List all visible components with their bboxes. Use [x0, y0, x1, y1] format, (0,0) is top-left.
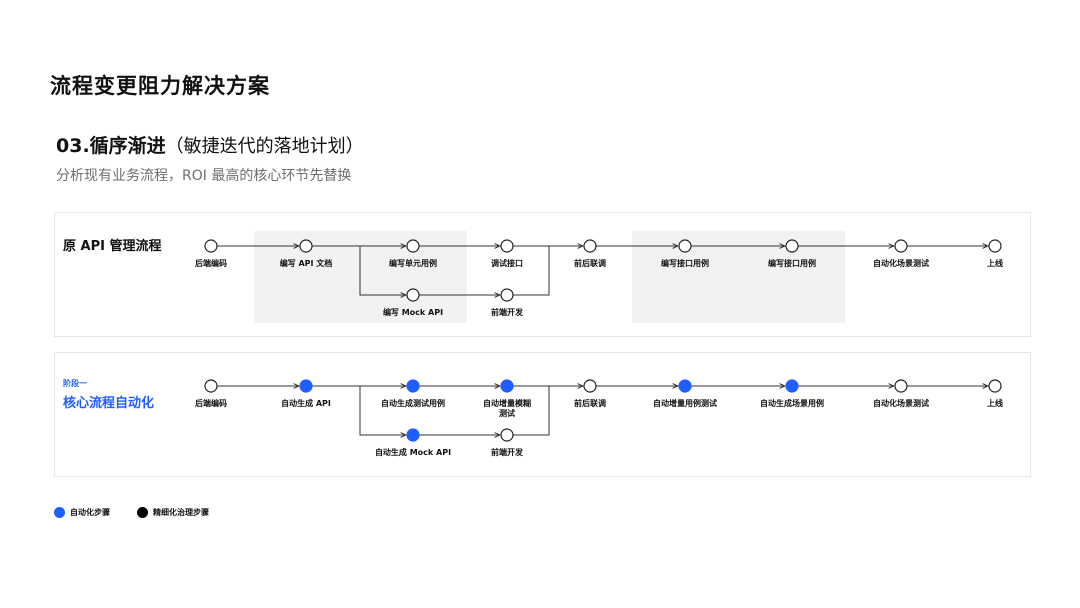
legend-fine-label: 精细化治理步骤 [153, 508, 209, 517]
auto-step-node [406, 428, 420, 442]
step-node [894, 379, 908, 393]
step-node [406, 239, 420, 253]
step-label: 编写单元用例 [389, 258, 437, 268]
step-label: 编写 Mock API [383, 307, 443, 317]
auto-step-node [785, 379, 799, 393]
step-node [204, 239, 218, 253]
step-node [988, 239, 1002, 253]
legend-auto-dot [54, 507, 65, 518]
phase-tag: 阶段一 [63, 379, 87, 388]
original-flow-title: 原 API 管理流程 [63, 239, 162, 254]
legend-item-fine: 精细化治理步骤 [137, 507, 209, 518]
step-label: 自动增量模糊测试 [483, 398, 531, 418]
page-title: 流程变更阻力解决方案 [50, 74, 270, 98]
branch-merge-line [513, 386, 550, 436]
legend-auto-label: 自动化步骤 [70, 508, 110, 517]
step-label: 自动增量用例测试 [653, 398, 717, 408]
shaded-region-manual-cases [632, 231, 845, 323]
step-node [500, 428, 514, 442]
step-node [785, 239, 799, 253]
section-heading: 03.循序渐进（敏捷迭代的落地计划） [56, 131, 364, 158]
step-label: 自动生成 Mock API [375, 447, 451, 457]
step-label: 自动生成 API [281, 398, 331, 408]
branch-merge-line [513, 246, 550, 296]
section-description: 分析现有业务流程，ROI 最高的核心环节先替换 [56, 168, 352, 184]
original-flow-diagram: 后端编码 编写 API 文档 编写单元用例 调试接口 前后联调 编写接口用例 编写接口用例 自… [195, 231, 1003, 323]
section-subtitle: （敏捷迭代的落地计划） [165, 136, 364, 157]
branch-fork-arrow [359, 246, 406, 295]
step-node [204, 379, 218, 393]
branch-fork-arrow [359, 386, 406, 435]
step-label: 编写接口用例 [661, 258, 709, 268]
step-label: 后端编码 [195, 398, 227, 408]
step-node [583, 379, 597, 393]
step-label: 编写接口用例 [768, 258, 816, 268]
legend-fine-dot [137, 507, 148, 518]
step-label: 前端开发 [491, 307, 524, 317]
auto-step-node [299, 379, 313, 393]
step-node [500, 239, 514, 253]
phase-title: 核心流程自动化 [63, 396, 155, 411]
step-node [299, 239, 313, 253]
step-node [406, 288, 420, 302]
step-label: 前后联调 [574, 398, 606, 408]
legend-item-auto: 自动化步骤 [54, 507, 110, 518]
step-label: 前端开发 [491, 447, 524, 457]
auto-step-node [406, 379, 420, 393]
step-label: 上线 [987, 258, 1003, 268]
step-node [894, 239, 908, 253]
step-label: 自动生成测试用例 [381, 398, 445, 408]
step-label: 自动生成场景用例 [760, 398, 824, 408]
step-label: 调试接口 [491, 258, 523, 268]
step-node [988, 379, 1002, 393]
auto-step-node [678, 379, 692, 393]
phase1-flow-panel: 后端编码 自动生成 API 自动生成测试用例 自动增量模糊测试 前后联调 自动增量用例测试… [54, 352, 1031, 477]
step-node [500, 288, 514, 302]
original-flow-panel: 后端编码 编写 API 文档 编写单元用例 调试接口 前后联调 编写接口用例 编写接口用例 自… [54, 212, 1031, 337]
step-label: 前后联调 [574, 258, 606, 268]
step-node [583, 239, 597, 253]
auto-step-node [500, 379, 514, 393]
section-number: 03.循序渐进 [56, 135, 166, 157]
step-label: 后端编码 [195, 258, 227, 268]
step-label: 自动化场景测试 [873, 258, 929, 268]
step-label: 自动化场景测试 [873, 398, 929, 408]
step-node [678, 239, 692, 253]
step-label: 上线 [987, 398, 1003, 408]
step-label: 编写 API 文档 [280, 258, 333, 268]
phase1-flow-diagram: 后端编码 自动生成 API 自动生成测试用例 自动增量模糊测试 前后联调 自动增量用例测试… [195, 379, 1003, 457]
